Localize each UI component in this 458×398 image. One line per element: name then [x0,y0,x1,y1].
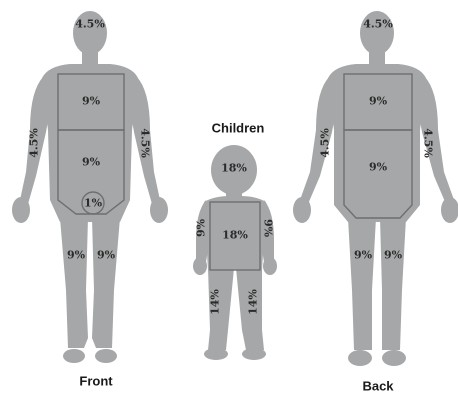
back-upper-label: 9% [369,96,387,107]
front-head-label: 4.5% [75,19,105,30]
back-hand-right-shape [441,197,458,223]
back-arm-right-label: 4.5% [423,128,434,158]
front-caption: Front [79,374,112,389]
children-caption: Children [212,121,265,136]
front-abdomen-label: 9% [82,157,100,168]
back-head-label: 4.5% [363,19,393,30]
front-leg-left-label: 9% [67,250,85,261]
front-chest-label: 9% [82,96,100,107]
back-hand-left-shape [293,197,311,223]
back-figure [293,11,458,366]
back-leg-right-label: 9% [384,250,402,261]
front-arm-right-label: 4.5% [140,128,151,158]
back-leg-right-shape [380,218,406,350]
child-torso-label: 18% [222,230,248,241]
child-leg-right-label: 14% [248,289,259,315]
child-hand-right-shape [263,257,277,275]
back-foot-left-shape [348,350,372,366]
back-caption: Back [362,379,393,394]
child-arm-right-label: 9% [263,219,274,237]
back-foot-right-shape [382,350,406,366]
child-leg-left-label: 14% [210,289,221,315]
front-hand-right-shape [150,197,168,223]
back-leg-left-shape [348,218,376,350]
back-lower-label: 9% [369,162,387,173]
back-arm-left-label: 4.5% [320,128,331,158]
front-leg-right-label: 9% [97,250,115,261]
front-figure [12,11,168,363]
front-arm-left-label: 4.5% [29,128,40,158]
front-foot-right-shape [95,349,117,363]
front-foot-left-shape [63,349,85,363]
front-leg-right-shape [92,218,120,348]
child-figure [193,145,277,360]
child-foot-left-shape [204,348,228,360]
back-leg-left-label: 9% [354,250,372,261]
front-groin-label: 1% [84,198,102,209]
child-head-label: 18% [221,163,247,174]
child-hand-left-shape [193,257,207,275]
child-foot-right-shape [242,348,266,360]
front-leg-left-shape [60,218,88,348]
front-hand-left-shape [12,197,30,223]
child-arm-left-label: 9% [196,219,207,237]
